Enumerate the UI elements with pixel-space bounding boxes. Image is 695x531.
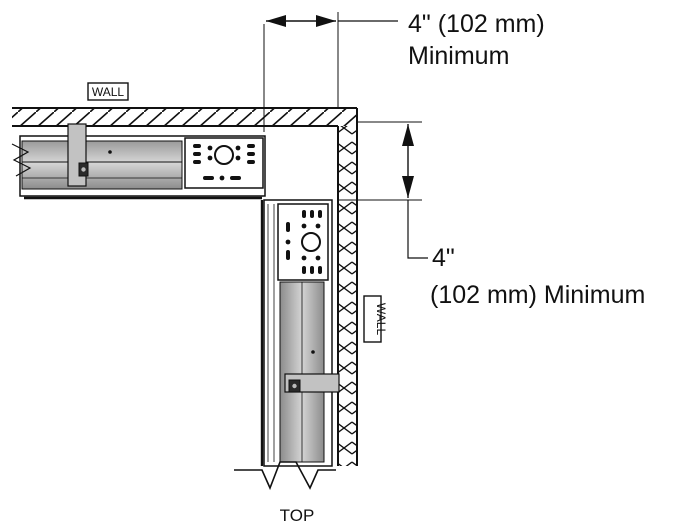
dimension-top-value: 4" (102 mm) bbox=[408, 10, 545, 38]
dimension-side bbox=[402, 124, 428, 259]
mounting-plate-horizontal bbox=[184, 137, 264, 189]
dimension-side-value: 4" bbox=[432, 244, 455, 272]
dimension-top bbox=[266, 15, 398, 27]
horizontal-rail bbox=[11, 123, 266, 200]
wall-label-top-text: WALL bbox=[92, 85, 125, 99]
wall-label-top: WALL bbox=[87, 82, 129, 101]
mounting-plate-vertical bbox=[277, 203, 329, 281]
view-label: TOP bbox=[280, 506, 315, 525]
wall-label-right: WALL bbox=[363, 295, 388, 343]
dimension-side-qualifier: (102 mm) Minimum bbox=[430, 281, 645, 309]
wall-bracket-vertical bbox=[284, 373, 340, 393]
dimension-top-qualifier: Minimum bbox=[408, 42, 509, 70]
wall-bracket-horizontal bbox=[67, 123, 89, 187]
vertical-rail bbox=[234, 199, 340, 491]
wall-label-right-text: WALL bbox=[374, 303, 388, 336]
right-wall bbox=[337, 108, 358, 466]
top-wall bbox=[12, 107, 357, 127]
